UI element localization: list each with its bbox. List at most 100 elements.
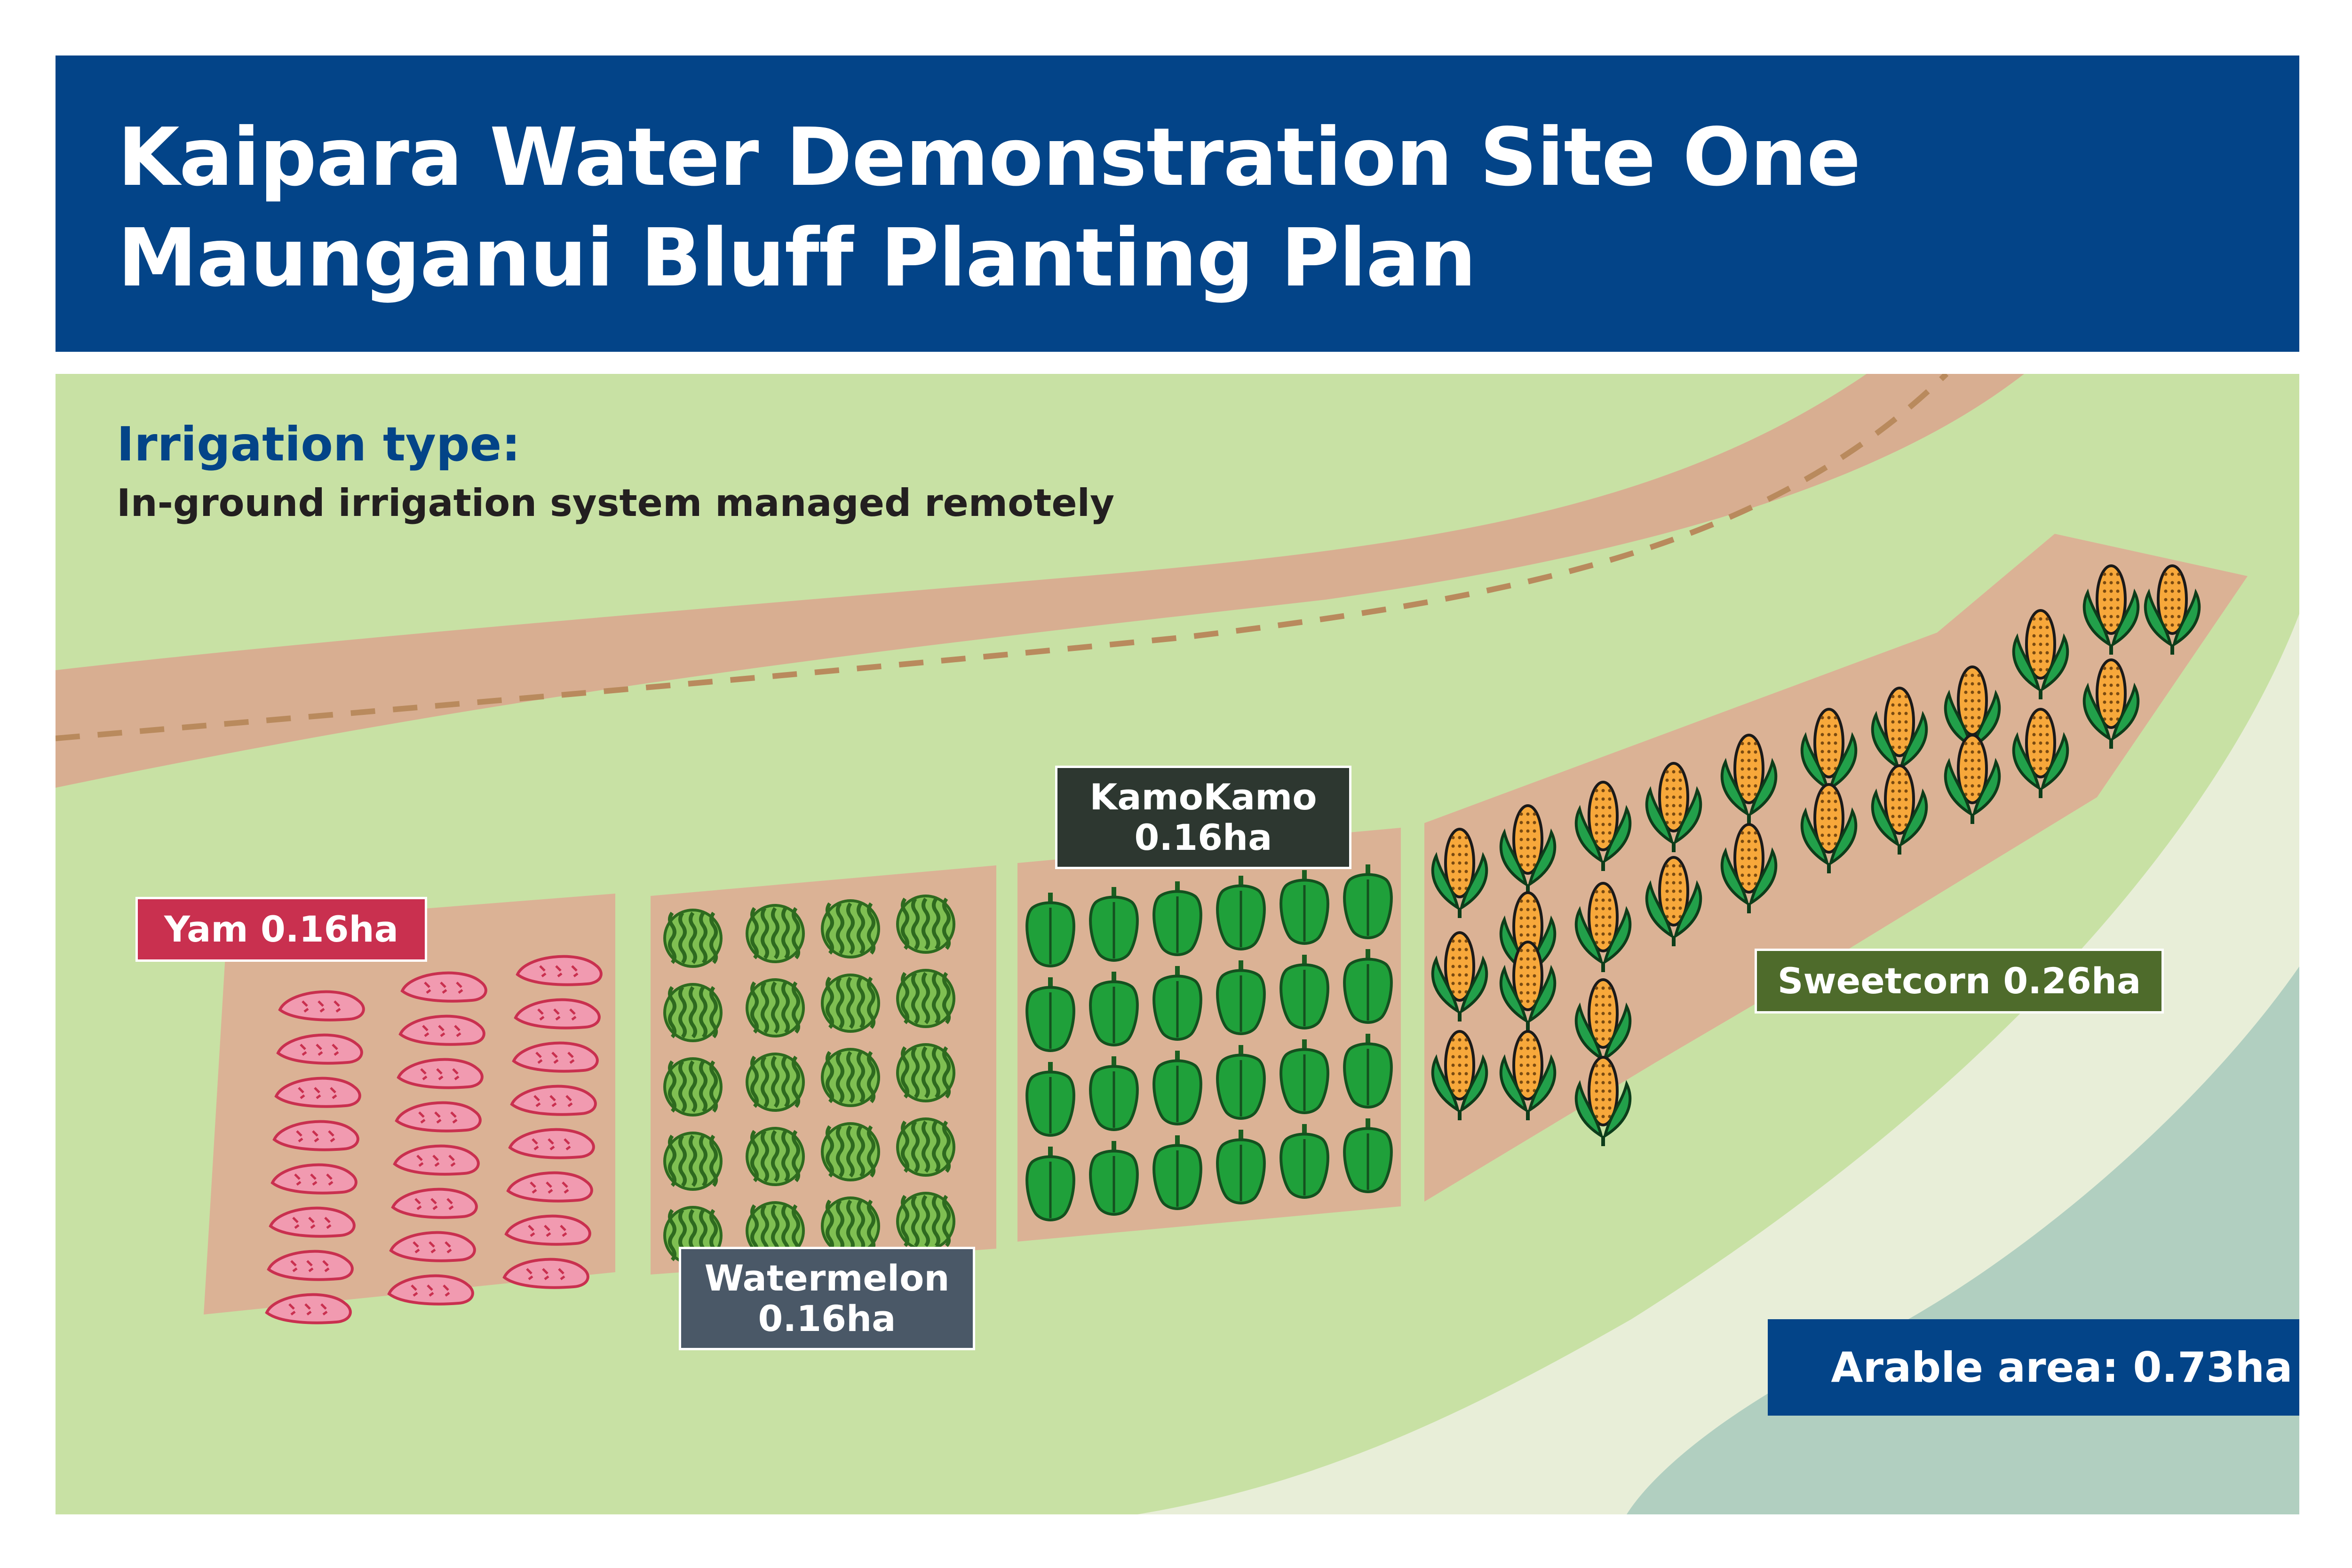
yam-icon — [391, 1188, 478, 1219]
road — [56, 374, 2024, 788]
yam-icon — [510, 1085, 597, 1116]
sweetcorn-icon — [2144, 564, 2201, 655]
kamokamo-icon — [1279, 955, 1329, 1029]
kamokamo-icon — [1216, 876, 1266, 950]
watermelon-icon — [896, 1043, 955, 1102]
sweetcorn-icon — [1574, 882, 1632, 972]
sweetcorn-icon — [1431, 1030, 1488, 1120]
sweetcorn-icon — [1431, 931, 1488, 1022]
plot-label-yam: Yam 0.16ha — [135, 897, 427, 962]
watermelon-icon — [821, 974, 880, 1033]
irrigation-description: In-ground irrigation system managed remo… — [117, 481, 1115, 525]
sweetcorn-icon — [1574, 781, 1632, 871]
arable-area-badge: Arable area: 0.73ha — [1768, 1319, 2299, 1416]
watermelon-icon — [896, 969, 955, 1028]
sweetcorn-icon — [1499, 804, 1557, 895]
yam-icon — [276, 1033, 363, 1065]
watermelon-icon — [821, 899, 880, 958]
watermelon-icon — [821, 1048, 880, 1107]
yam-icon — [512, 1041, 599, 1073]
sweetcorn-icon — [1499, 891, 1557, 982]
watermelon-icon — [896, 895, 955, 954]
kamokamo-icon — [1279, 1124, 1329, 1199]
kamokamo-icon — [1216, 1130, 1266, 1204]
kamokamo-icon — [1343, 864, 1393, 939]
kamokamo-icon — [1025, 1147, 1075, 1221]
title-line-1: Kaipara Water Demonstration Site One — [118, 111, 1861, 204]
plot-label-yam-text: Yam 0.16ha — [164, 908, 398, 950]
site-map: Irrigation type: In-ground irrigation sy… — [56, 374, 2299, 1514]
watermelon-icon — [663, 909, 723, 968]
sweetcorn-icon — [1720, 823, 1778, 913]
kamokamo-icon — [1152, 1135, 1202, 1210]
plot-label-sweetcorn-text: Sweetcorn 0.26ha — [1777, 960, 2141, 1002]
kamokamo-icon — [1089, 972, 1139, 1046]
sweetcorn-icon — [1944, 734, 2001, 824]
kamokamo-icon — [1216, 960, 1266, 1035]
yam-icon — [265, 1293, 352, 1324]
kamokamo-icon — [1089, 1056, 1139, 1131]
watermelon-icon — [746, 904, 805, 963]
watermelon-icon — [821, 1196, 880, 1256]
plot-label-watermelon-name: Watermelon — [704, 1257, 950, 1299]
plot-sweetcorn — [1424, 534, 2248, 1202]
sweetcorn-icon — [1720, 734, 1778, 824]
arable-area-text: Arable area: 0.73ha — [1831, 1343, 2293, 1392]
watermelon-icon — [746, 1201, 805, 1260]
watermelon-icon — [663, 983, 723, 1042]
yam-icon — [506, 1171, 593, 1203]
plot-label-kamokamo-area: 0.16ha — [1134, 816, 1272, 858]
yam-icon — [272, 1120, 359, 1151]
yam-icon — [269, 1206, 356, 1238]
kamokamo-icon — [1025, 977, 1075, 1052]
sweetcorn-icon — [1645, 856, 1702, 946]
map-canvas — [56, 374, 2299, 1514]
watermelon-icon — [896, 1192, 955, 1251]
irrigation-info: Irrigation type: In-ground irrigation sy… — [117, 416, 1114, 529]
yam-icon — [274, 1077, 361, 1108]
sweetcorn-icon — [2082, 658, 2140, 749]
kamokamo-icon — [1279, 870, 1329, 945]
watermelon-icon — [821, 1122, 880, 1181]
sweetcorn-icon — [1871, 764, 1928, 855]
kamokamo-icon — [1343, 1034, 1393, 1109]
plot-label-kamokamo: KamoKamo 0.16ha — [1055, 766, 1351, 869]
kamokamo-icon — [1152, 1051, 1202, 1125]
yam-icon — [397, 1058, 484, 1089]
sweetcorn-icon — [1574, 1056, 1632, 1146]
yam-icon — [387, 1274, 474, 1306]
sweetcorn-icon — [1800, 783, 1858, 873]
plot-label-watermelon: Watermelon 0.16ha — [679, 1247, 975, 1350]
yam-icon — [389, 1231, 476, 1262]
kamokamo-icon — [1152, 881, 1202, 956]
sweetcorn-icon — [1499, 1030, 1557, 1120]
yam-icon — [400, 971, 487, 1003]
yam-icon — [395, 1101, 482, 1132]
watermelon-icon — [663, 1132, 723, 1191]
kamokamo-icon — [1279, 1039, 1329, 1114]
sweetcorn-icon — [1800, 708, 1858, 798]
kamokamo-icon — [1089, 887, 1139, 962]
sweetcorn-icon — [1871, 687, 1928, 777]
title-line-2: Maunganui Bluff Planting Plan — [118, 212, 1476, 305]
yam-icon — [278, 990, 365, 1022]
yam-icon — [398, 1014, 485, 1046]
kamokamo-icon — [1025, 1062, 1075, 1137]
yam-icon — [504, 1214, 591, 1246]
page-title: Kaipara Water Demonstration Site One Mau… — [118, 107, 1861, 309]
kamokamo-icon — [1089, 1141, 1139, 1216]
sweetcorn-icon — [1574, 978, 1632, 1069]
yam-icon — [508, 1128, 595, 1159]
yam-icon — [516, 955, 603, 986]
kamokamo-icon — [1216, 1045, 1266, 1120]
watermelon-icon — [896, 1117, 955, 1177]
yam-icon — [393, 1144, 480, 1176]
yam-icon — [270, 1163, 358, 1195]
yam-icon — [514, 998, 601, 1029]
kamokamo-icon — [1343, 1118, 1393, 1193]
irrigation-heading: Irrigation type: — [117, 417, 521, 472]
yam-icon — [502, 1258, 589, 1289]
kamokamo-icon — [1025, 893, 1075, 967]
title-banner: Kaipara Water Demonstration Site One Mau… — [56, 55, 2299, 352]
crop-icons — [265, 564, 2201, 1324]
